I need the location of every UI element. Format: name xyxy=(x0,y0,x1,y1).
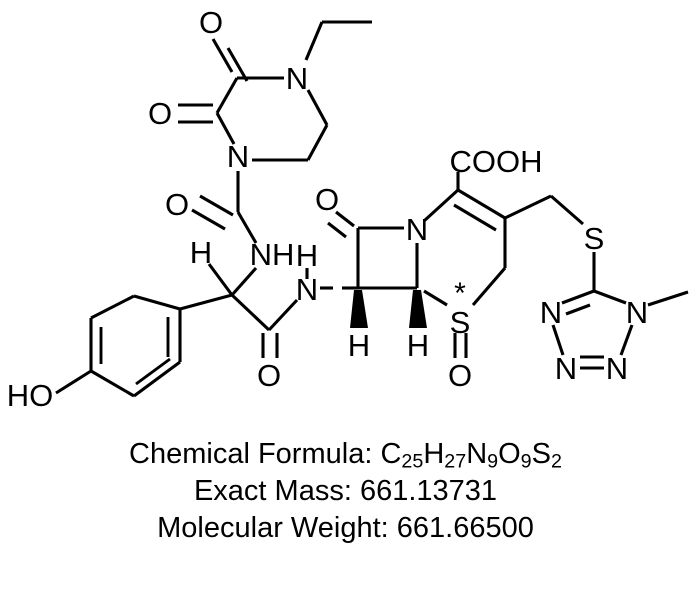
bond-ar-3-2-inner xyxy=(135,357,171,386)
chemical-formula-value: C25H27N9O9S2 xyxy=(380,438,562,473)
bond-carbonyl-n xyxy=(267,298,299,332)
ethyl-group xyxy=(304,20,372,61)
bond-alpha-aryl xyxy=(179,293,233,311)
bond-c2-c3 xyxy=(215,77,239,114)
bond-c5-n1 xyxy=(593,289,627,305)
molecular-weight-label: Molecular Weight: xyxy=(157,512,389,544)
piperazine-n1-label: N xyxy=(227,139,249,174)
bond-c3-exo-ch2 xyxy=(504,194,552,220)
formula-ct-4: 2 xyxy=(550,450,562,473)
bond-n-c2cephem xyxy=(422,188,460,223)
molecular-weight-value: 661.66500 xyxy=(396,512,534,544)
amide2-n-label: N xyxy=(296,272,318,307)
exact-mass-label: Exact Mass: xyxy=(193,475,352,507)
atom-label-layer: N N O O O NH H H N O HO O N H H S O * CO… xyxy=(7,5,648,413)
bond-c5-n4-a xyxy=(561,289,595,305)
amide2-o-label: O xyxy=(257,358,281,393)
tetrazole-n1-label: N xyxy=(626,295,648,330)
formula-el-4: S xyxy=(531,438,551,470)
urea-linker xyxy=(191,171,258,244)
sulfoxide-group xyxy=(453,333,468,358)
beta-lactam-ring xyxy=(327,210,419,290)
urea-o-label: O xyxy=(165,187,189,222)
phenol-ho-label: HO xyxy=(7,378,54,413)
lactam-o-label: O xyxy=(315,182,339,217)
tetrazole-n2-label: N xyxy=(606,351,628,386)
dione-o-left-label: O xyxy=(148,96,172,131)
lactam-n-label: N xyxy=(406,212,428,247)
methylene-thioether xyxy=(504,194,585,226)
bond-linker-nh xyxy=(236,211,258,244)
amide2-h-label: H xyxy=(296,238,318,273)
bond-nh-alpha xyxy=(230,266,258,297)
carboxyl-label: COOH xyxy=(450,144,543,179)
chemical-formula-line: Chemical Formula: C25H27N9O9S2 xyxy=(0,436,691,473)
bond-n1-c2 xyxy=(215,112,236,145)
bond-n-ch2 xyxy=(304,21,324,61)
bond-n2-n1 xyxy=(619,324,634,356)
caption-block: Chemical Formula: C25H27N9O9S2 Exact Mas… xyxy=(0,436,691,592)
bond-alpha-carbonyl xyxy=(230,293,271,332)
tetrazole-n4-label: N xyxy=(540,295,562,330)
tetrazole-n3-label: N xyxy=(555,351,577,386)
formula-el-2: N xyxy=(466,438,488,470)
cephem-s-label: S xyxy=(450,305,471,340)
structure-diagram: N N O O O NH H H N O HO O N H H S O * CO… xyxy=(7,5,689,413)
dione-carbonyl-left xyxy=(178,103,213,124)
stereo-wedges xyxy=(350,290,427,328)
formula-el-0: C xyxy=(380,438,402,470)
formula-el-1: H xyxy=(423,438,445,470)
thioether-s-label: S xyxy=(584,221,605,256)
dihydrothiazine-ring xyxy=(422,188,507,307)
formula-el-3: O xyxy=(498,438,521,470)
bond-ar-4-3 xyxy=(90,369,135,398)
formula-ct-3: 9 xyxy=(520,450,532,473)
bond-ar-6-5 xyxy=(90,294,135,320)
amide-nh-label: NH xyxy=(250,237,295,272)
stereocenter-asterisk: * xyxy=(454,277,466,310)
dione-o-top-label: O xyxy=(199,5,223,40)
bond-linker-o-b xyxy=(191,208,226,231)
wedge-c7-h xyxy=(409,290,427,328)
bond-linker-o-a xyxy=(199,194,234,217)
dione-carbonyl-top xyxy=(211,38,249,82)
bond-c2-c3-b xyxy=(453,203,497,232)
bond-n4-n3 xyxy=(551,324,565,356)
exact-mass-value: 661.13731 xyxy=(359,475,498,507)
bond-c5-n4-b xyxy=(565,303,591,316)
wedge-c6-h xyxy=(350,290,368,328)
alpha-carbon-center xyxy=(179,263,271,332)
hydroxyphenyl-ring xyxy=(55,294,182,398)
bond-ch2-s xyxy=(471,266,507,307)
bond-lactam-o-a xyxy=(335,210,355,228)
molecular-weight-line: Molecular Weight: 661.66500 xyxy=(0,510,691,547)
chemical-formula-label: Chemical Formula: xyxy=(129,438,373,470)
bond-ar-oh xyxy=(55,369,92,395)
amide-group xyxy=(261,268,358,358)
bond-lactam-o-b xyxy=(327,221,347,239)
bond-c5-c6 xyxy=(306,124,329,161)
sulfoxide-o-label: O xyxy=(448,358,472,393)
c6-h-label: H xyxy=(348,328,370,363)
skeletal-structure-svg: N N O O O NH H H N O HO O N H H S O * CO… xyxy=(7,5,689,413)
bond-alpha-h xyxy=(207,263,234,296)
formula-ct-0: 25 xyxy=(401,450,424,473)
bond-ch2-sthio xyxy=(549,194,585,226)
alpha-h-label: H xyxy=(190,235,212,270)
bond-ar-1-6 xyxy=(133,294,181,311)
bond-c2-c3-a xyxy=(457,188,506,220)
methyltetrazole-ring xyxy=(551,252,689,370)
exact-mass-line: Exact Mass: 661.13731 xyxy=(0,473,691,510)
bond-n4-c5 xyxy=(306,89,329,126)
c7-h-label: H xyxy=(407,328,429,363)
bond-ar-3-2 xyxy=(133,360,181,398)
bond-s-c7 xyxy=(423,289,448,307)
piperazine-n4-label: N xyxy=(286,61,308,96)
bond-n1-methyl xyxy=(647,290,689,307)
bond-c3-o-b xyxy=(226,47,249,82)
formula-ct-1: 27 xyxy=(444,450,467,473)
bond-c3-o-a xyxy=(211,38,234,73)
formula-ct-2: 9 xyxy=(487,450,499,473)
